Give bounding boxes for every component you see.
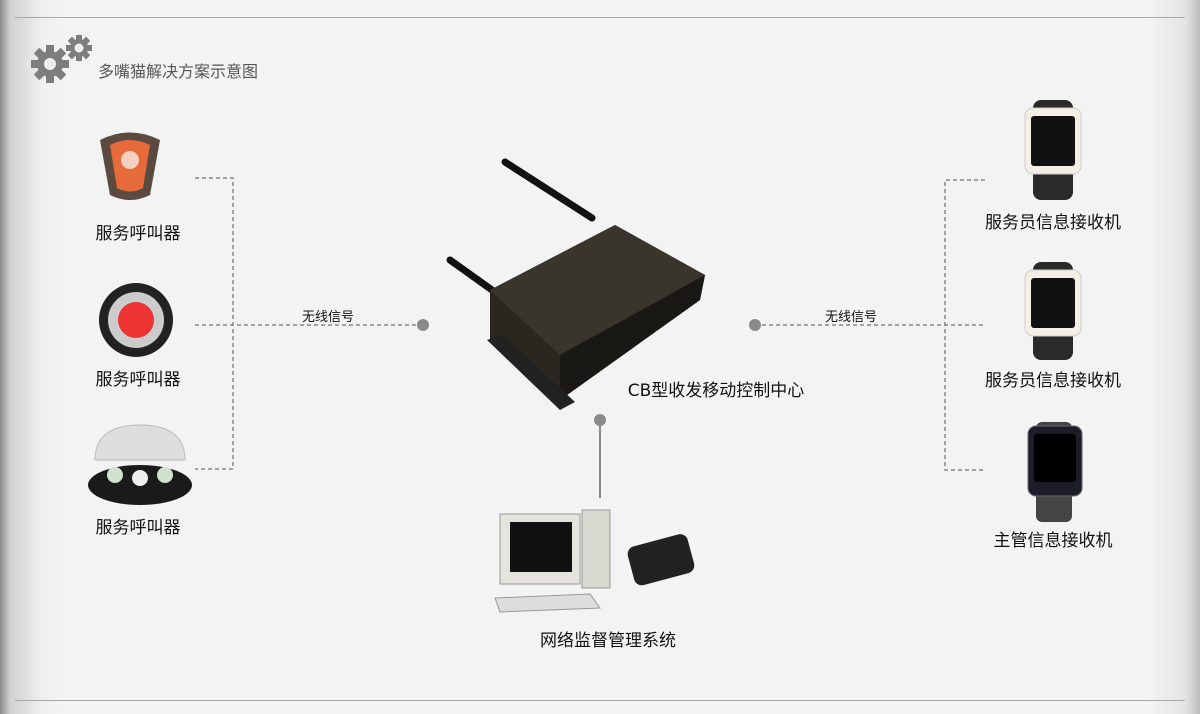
page-title: 多嘴猫解决方案示意图 bbox=[98, 62, 259, 81]
diagram-frame bbox=[15, 17, 1185, 701]
call-button-device-2 bbox=[99, 283, 173, 357]
link-dot bbox=[417, 319, 429, 331]
left-signal-label: 无线信号 bbox=[301, 310, 355, 325]
connector-lines bbox=[195, 177, 985, 471]
gears-icon bbox=[31, 35, 92, 83]
watch-receiver-1 bbox=[1024, 100, 1082, 200]
call-button-device-3 bbox=[88, 424, 192, 505]
left-device-label: 服务呼叫器 bbox=[95, 224, 181, 244]
right-device-label: 服务员信息接收机 bbox=[985, 213, 1121, 233]
link-dot bbox=[594, 414, 606, 426]
bottom-device-label: 网络监督管理系统 bbox=[540, 631, 676, 651]
computer-workstation bbox=[494, 509, 695, 613]
right-signal-label: 无线信号 bbox=[824, 310, 878, 325]
left-device-label: 服务呼叫器 bbox=[95, 518, 181, 538]
link-dot bbox=[749, 319, 761, 331]
center-device-label: CB型收发移动控制中心 bbox=[627, 381, 805, 401]
watch-receiver-supervisor bbox=[1027, 422, 1083, 522]
left-device-label: 服务呼叫器 bbox=[95, 370, 181, 390]
right-device-label: 服务员信息接收机 bbox=[985, 371, 1121, 391]
call-button-device-1 bbox=[100, 132, 160, 200]
antenna-icon bbox=[501, 158, 596, 222]
antenna-icon bbox=[446, 256, 496, 294]
control-center-device bbox=[446, 158, 705, 410]
right-device-label: 主管信息接收机 bbox=[993, 531, 1113, 551]
watch-receiver-2 bbox=[1024, 262, 1082, 360]
